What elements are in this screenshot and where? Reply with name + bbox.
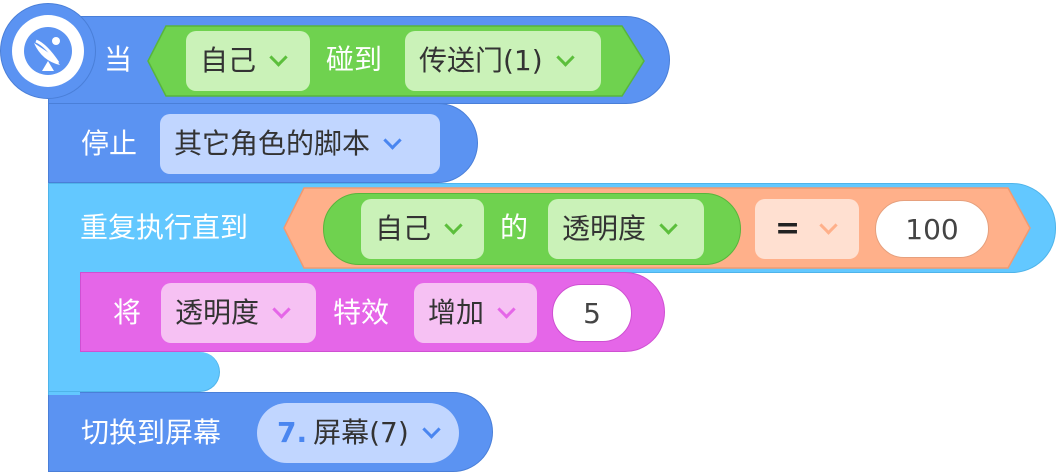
screen-index: 7. <box>277 416 308 449</box>
touch-subject-dropdown[interactable]: 自己 <box>186 31 310 91</box>
touch-target-value: 传送门(1) <box>419 44 543 77</box>
of-label: 的 <box>500 211 529 244</box>
chevron-down-icon <box>422 419 441 439</box>
switch-screen-label: 切换到屏幕 <box>81 416 222 449</box>
action-dropdown[interactable]: 增加 <box>414 283 537 343</box>
amount-value: 5 <box>583 296 601 330</box>
event-icon-badge <box>12 15 84 87</box>
stop-label: 停止 <box>81 127 138 160</box>
subject-dropdown[interactable]: 自己 <box>361 199 484 259</box>
stop-option-dropdown[interactable]: 其它角色的脚本 <box>160 114 440 174</box>
subject-value: 自己 <box>375 212 432 245</box>
chevron-down-icon <box>272 299 291 319</box>
touch-label: 碰到 <box>326 43 383 76</box>
screen-dropdown[interactable]: 7. 屏幕(7) <box>257 403 459 463</box>
operator-dropdown[interactable]: = <box>755 199 859 259</box>
operator-value: = <box>775 211 801 246</box>
touch-subject-value: 自己 <box>200 44 257 77</box>
touch-target-dropdown[interactable]: 传送门(1) <box>405 31 601 91</box>
chevron-down-icon <box>659 215 678 235</box>
action-value: 增加 <box>428 296 485 329</box>
chevron-down-icon <box>383 130 402 150</box>
repeat-until-label: 重复执行直到 <box>80 211 249 244</box>
effect-value: 透明度 <box>175 296 260 329</box>
stop-option-value: 其它角色的脚本 <box>174 127 371 160</box>
amount-input[interactable]: 5 <box>552 284 632 342</box>
stop-block[interactable]: 停止 其它角色的脚本 <box>48 103 478 183</box>
switch-screen-block[interactable]: 切换到屏幕 7. 屏幕(7) <box>48 392 493 472</box>
chevron-down-icon <box>555 47 575 67</box>
event-hat-label: 当 <box>104 43 133 76</box>
property-value: 透明度 <box>562 212 647 245</box>
repeat-until-foot <box>48 352 220 392</box>
property-dropdown[interactable]: 透明度 <box>548 199 704 259</box>
compare-value-input[interactable]: 100 <box>875 200 989 258</box>
chevron-down-icon <box>497 299 516 319</box>
chevron-down-icon <box>444 215 463 235</box>
effect-block[interactable]: 将 透明度 特效 增加 5 <box>80 272 665 352</box>
screen-name: 屏幕(7) <box>313 416 409 449</box>
compare-value: 100 <box>905 212 959 246</box>
chevron-down-icon <box>269 47 288 67</box>
effect-block-label: 将 <box>113 296 142 329</box>
effect-label: 特效 <box>333 296 390 329</box>
chevron-down-icon <box>819 215 838 235</box>
satellite-dish-icon <box>24 27 72 75</box>
effect-dropdown[interactable]: 透明度 <box>161 283 316 343</box>
